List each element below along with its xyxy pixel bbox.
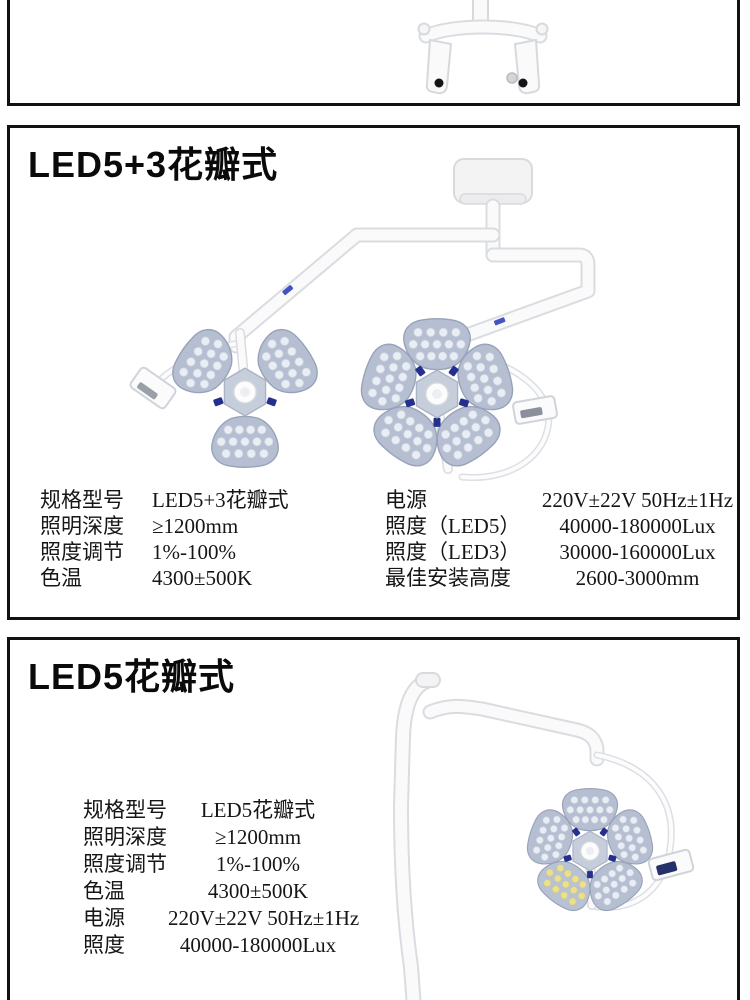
spec-table: 规格型号 LED5花瓣式 照明深度 ≥1200mm 照度调节 1%-100% 色温 43… [83, 797, 360, 959]
spec-label: 照度调节 [83, 852, 167, 876]
spec-value: 4300±500K [207, 879, 309, 903]
spec-row: 电源 220V±22V 50Hz±1Hz [385, 487, 740, 513]
spec-value: LED5花瓣式 [200, 798, 316, 822]
control-panel-handle [647, 848, 695, 882]
spec-value: 220V±22V 50Hz±1Hz [541, 488, 734, 512]
spec-value: 1%-100% [216, 852, 300, 876]
spec-row: 最佳安装高度 2600-3000mm [385, 565, 740, 591]
spec-row: 照度 40000-180000Lux [83, 932, 348, 959]
spec-label: 照明深度 [40, 514, 124, 538]
spec-value: 30000-160000Lux [559, 540, 716, 564]
previous-product-section [7, 0, 740, 106]
fork-mount-image [417, 0, 549, 95]
led5-3-product-image [129, 158, 596, 482]
spec-row: 规格型号 LED5花瓣式 [83, 797, 348, 824]
spec-value: LED5+3花瓣式 [152, 488, 289, 512]
spec-value: 40000-180000Lux [179, 933, 337, 957]
spec-label: 色温 [83, 879, 125, 903]
led5-3-section: LED5+3花瓣式 [7, 125, 740, 620]
spec-label: 最佳安装高度 [385, 566, 511, 590]
spec-row: 规格型号 LED5+3花瓣式 [40, 487, 289, 513]
spec-row: 照度（LED3） 30000-160000Lux [385, 539, 740, 565]
spec-table-right: 电源 220V±22V 50Hz±1Hz 照度（LED5） 40000-180000… [385, 487, 740, 591]
right-control-handle [512, 395, 558, 425]
spec-label: 规格型号 [40, 488, 124, 512]
spec-row: 照度调节 1%-100% [83, 851, 348, 878]
spec-value: 220V±22V 50Hz±1Hz [168, 906, 360, 930]
spec-row: 照明深度 ≥1200mm [40, 513, 289, 539]
spec-label: 电源 [385, 488, 427, 512]
spec-row: 照度（LED5） 40000-180000Lux [385, 513, 740, 539]
led5-title: LED5花瓣式 [28, 656, 236, 697]
led5-product-image [393, 672, 695, 1000]
lamp-head-5petal [354, 318, 520, 476]
spec-label: 电源 [83, 906, 125, 930]
spec-value: ≥1200mm [152, 514, 239, 538]
spec-label: 照度（LED5） [385, 514, 521, 538]
spec-row: 照度调节 1%-100% [40, 539, 289, 565]
left-control-handle [129, 366, 177, 410]
spec-row: 照明深度 ≥1200mm [83, 824, 348, 851]
spec-value: 2600-3000mm [575, 566, 700, 590]
spec-value: ≥1200mm [214, 825, 302, 849]
spec-value: 4300±500K [152, 566, 253, 590]
spec-label: 照度 [83, 933, 125, 957]
spec-label: 照度（LED3） [385, 540, 521, 564]
spec-label: 规格型号 [83, 798, 167, 822]
spec-label: 色温 [40, 566, 82, 590]
led5-3-title: LED5+3花瓣式 [28, 144, 279, 185]
spec-row: 电源 220V±22V 50Hz±1Hz [83, 905, 360, 932]
spec-value: 1%-100% [152, 540, 236, 564]
led5-section: LED5花瓣式 [7, 637, 740, 1000]
spec-value: 40000-180000Lux [559, 514, 716, 538]
spec-table-left: 规格型号 LED5+3花瓣式 照明深度 ≥1200mm 照度调节 1%-100% 色温… [40, 487, 289, 591]
spec-label: 照度调节 [40, 540, 124, 564]
spec-label: 照明深度 [83, 825, 167, 849]
spec-row: 色温 4300±500K [83, 878, 348, 905]
spec-row: 色温 4300±500K [40, 565, 289, 591]
